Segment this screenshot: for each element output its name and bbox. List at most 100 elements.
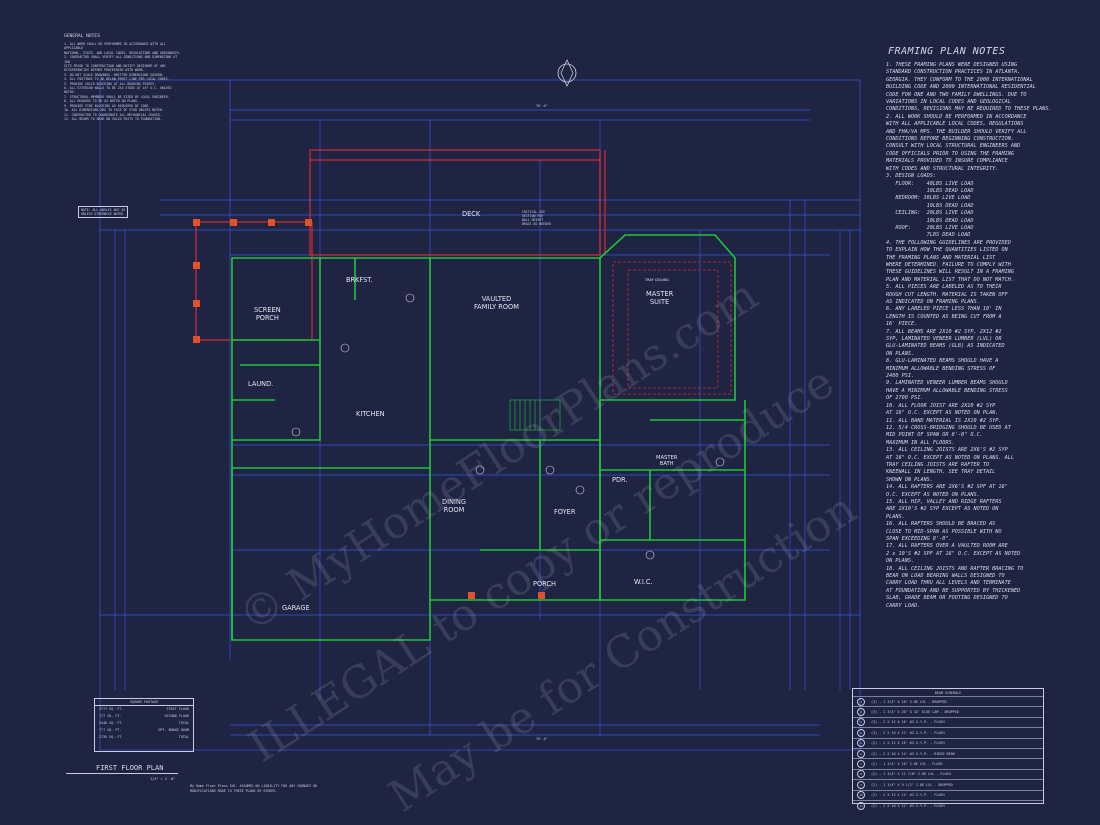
sqft-row: ??? SQ. FT.OPT. BONUS ROOM [95,726,193,733]
sqft-label: TOTAL [178,720,189,725]
room-screen-porch: SCREEN PORCH [254,306,281,322]
framing-note-line: 10. ALL FLOOR JOIST ARE 2X10 #2 SYP [886,402,996,409]
beam-number-marker: 4 [857,728,865,737]
framing-note-line: AND FHA/VA MPS. THE BUILDER SHOULD VERIF… [886,128,1027,135]
dim-top: 70'-0" [536,104,548,108]
framing-note-line: AT 16" O.C. EXCEPT AS NOTED ON PLAN. [886,410,999,417]
framing-note-line: MATERIALS PROVIDED TO INSURE COMPLIANCE [886,158,1008,165]
disclaimer: My Home Floor Plans INC. ASSUMES NO LIAB… [190,784,318,793]
framing-note-line: CARRY LOAD THRU ALL LEVELS AND TERMINATE [886,580,1011,587]
framing-note-line: WITH CODES AND STRUCTURAL INTEGRITY. [886,165,999,172]
framing-note-line: FLOOR: 40LBS LIVE LOAD [886,180,974,187]
sqft-row: ??? SQ. FT.SECOND FLOOR [95,713,193,720]
sqft-row: 2??? SQ. FT. FIRST FLOOR [95,706,193,713]
beam-row: 5(2) - 2 X 12 X 16' #2 S.Y.P. - FLUSH [853,737,1043,748]
room-family: VAULTED FAMILY ROOM [474,295,519,311]
dim-bottom: 70'-0" [536,737,548,741]
framing-note-line: HAVE A MINIMUM ALLOWABLE BENDING STRESS [886,387,1008,394]
framing-note-line: 15. ALL HIP, VALLEY AND RIDGE RAFTERS [886,498,1002,505]
room-garage: GARAGE [282,604,310,612]
framing-note-line: 3. DESIGN LOADS: [886,173,936,180]
general-note-line: 11. CONTRACTOR TO COORDINATE ALL MECHANI… [64,112,162,117]
beam-description: (2) - 2 X 10 X 14' #2 S.Y.P. - RIDGE BEA… [871,751,955,756]
plan-scale: 1/4" = 1'-0" [150,777,176,781]
general-note-line: 12. ALL BEAMS TO BEAR ON SOLID POSTS TO … [64,116,162,121]
beam-schedule-table: BEAM SCHEDULE 1(3) - 1 3/4" X 18" 2.0E L… [852,688,1044,810]
beam-number-marker: 3 [857,718,865,727]
beam-description: (2) - 1 3/4" X 16" 2.0E LVL - FLUSH [871,762,943,767]
framing-note-line: ROOF: 20LBS LIVE LOAD [886,224,974,231]
sqft-value: 2440 SQ. FT. [99,720,124,725]
framing-note-line: AT 16" O.C. EXCEPT AS NOTED ON PLANS. AL… [886,454,1015,461]
framing-note-line: BEDROOM: 30LBS LIVE LOAD [886,195,971,202]
room-kitchen: KITCHEN [356,410,385,418]
beam-schedule-title: BEAM SCHEDULE [934,690,962,695]
framing-note-line: PLANS. [886,513,905,520]
general-note-line: 10. ALL DIMENSIONS ARE TO FACE OF STUD U… [64,108,164,113]
framing-note-line: THE FRAMING PLANS AND MATERIAL LIST [886,254,996,261]
note-box: NOTE: ALL ANGLES ARE 45 UNLESS OTHERWISE… [78,206,129,218]
sqft-value: 2??? SQ. FT. [99,707,124,712]
framing-note-line: PLAN AND MATERIAL LIST THAT DO NOT MATCH… [886,276,1015,283]
framing-note-line: ROUGH CUT LENGTH. MATERIAL IS TAKEN OFF [886,291,1008,298]
framing-note-line: AT FOUNDATION AND BE SUPPORTED BY THICKE… [886,587,1021,594]
beam-description: (2) - 1 3/4" X 11 7/8" 2.0E LVL - FLUSH [871,772,951,777]
beam-row: 2(3) - 1 3/4" X 20" X 32' GLUE LAM - DRO… [853,706,1043,717]
beam-row: 1(3) - 1 3/4" X 18" 2.0E LVL - DROPPED [853,696,1043,706]
framing-note-line: 12. 5/4 CROSS-BRIDGING SHOULD BE USED AT [886,424,1011,431]
framing-note-line: MID POINT OF SPAN OR 8'-0" O.C. [886,432,983,439]
beam-description: (3) - 2 X 10 X 12' #2 S.Y.P. - FLUSH [871,730,945,735]
general-note-line: 5. PROVIDE SOLID BLOCKING AT ALL BEARING… [64,81,157,86]
sqft-label: TOTAL [178,734,189,739]
framing-note-line: 13. ALL CEILING JOISTS ARE 2X6'S #2 SYP [886,447,1008,454]
framing-note-line: LENGTH IS COUNTED AS BEING CUT FROM A [886,313,1002,320]
sqft-label: OPT. BONUS ROOM [158,727,189,732]
framing-note-line: ON PLANS. [886,558,915,565]
sqft-label: FIRST FLOOR [166,707,189,712]
framing-note-line: CONDITIONS BEFORE BEGINNING CONSTRUCTION… [886,136,1015,143]
detail-markers [291,293,725,560]
framing-note-line: SHOWN ON PLANS. [886,476,933,483]
beam-description: (2) - 2 X 10 X 12' #2 S.Y.P. - FLUSH [871,803,945,808]
beam-row: 10(2) - 2 X 12 X 12' #2 S.Y.P. - FLUSH [853,789,1043,800]
critical-note: CRITICAL SEE SECTION FOR WALL HEIGHT BRA… [522,210,551,226]
general-notes-list: 1. ALL WORK SHALL BE PERFORMED IN ACCORD… [64,42,184,121]
room-master-bath: MASTER BATH [656,455,678,467]
beam-number-marker: 11 [857,801,865,810]
framing-note-line: ON PLANS. [886,350,915,357]
sqft-label: SECOND FLOOR [164,714,190,719]
framing-note-line: MAXIMUM IN ALL FLOORS. [886,439,955,446]
general-note-line: 6. ALL EXTERIOR WALLS TO BE 2X4 STUDS AT… [64,86,172,95]
framing-note-line: 10LBS DEAD LOAD [886,202,974,209]
general-note-line: SITE PRIOR TO CONSTRUCTION AND NOTIFY DE… [64,64,166,69]
framing-note-line: 2 x 10'S #2 SPF AT 16" O.C. EXCEPT AS NO… [886,550,1021,557]
beam-number-marker: 2 [857,708,865,717]
framing-note-line: BEAR ON LOAD BEARING WALLS DESIGNED TO [886,573,1005,580]
framing-note-line: 11. ALL BAND MATERIAL IS 2X10 #2 SYP. [886,417,1002,424]
framing-note-line: MINIMUM ALLOWABLE BENDING STRESS OF [886,365,996,372]
framing-note-line: STANDARD CONSTRUCTION PRACTICES IN ATLAN… [886,69,1021,76]
framing-note-line: 5. ALL PIECES ARE LABELED AS TO THEIR [886,284,1002,291]
framing-note-line: OF 2700 PSI. [886,395,924,402]
framing-note-line: 10LBS DEAD LOAD [886,187,974,194]
post-markers [193,219,545,599]
sqft-row: 2440 SQ. FT. TOTAL [95,720,193,727]
framing-note-line: SLAB, GRADE BEAM OR FOOTING DESIGNED TO [886,595,1008,602]
beam-number-marker: 8 [857,770,865,779]
general-note-line: 7. STRUCTURAL MEMBERS SHALL BE SIZED BY … [64,94,170,99]
sqft-title: SQUARE FOOTAGE [95,699,193,706]
room-master-suite: MASTER SUITE [646,290,674,306]
framing-note-line: 2. ALL WORK SHOULD BE PERFORMED IN ACCOR… [886,113,1027,120]
framing-note-line: SPAN EXCEEDING 8'-0". [886,536,952,542]
general-note-line: 1. ALL WORK SHALL BE PERFORMED IN ACCORD… [64,42,166,51]
framing-note-line: CODE FOR ONE AND TWO FAMILY DWELLINGS. D… [886,91,1027,98]
framing-note-line: BUILDING CODE AND 2000 INTERNATIONAL RES… [886,84,1036,91]
beam-row: 11 (2) - 2 X 10 X 12' #2 S.Y.P. - FLUSH [853,799,1043,810]
framing-note-line: 14. ALL RAFTERS ARE 2X6'S #2 SPF AT 16" [886,484,1008,491]
beam-number-marker: 10 [857,791,865,800]
beam-row: 6(2) - 2 X 10 X 14' #2 S.Y.P. - RIDGE BE… [853,747,1043,758]
plan-title: FIRST FLOOR PLAN [96,764,164,772]
beam-number-marker: 5 [857,739,865,748]
